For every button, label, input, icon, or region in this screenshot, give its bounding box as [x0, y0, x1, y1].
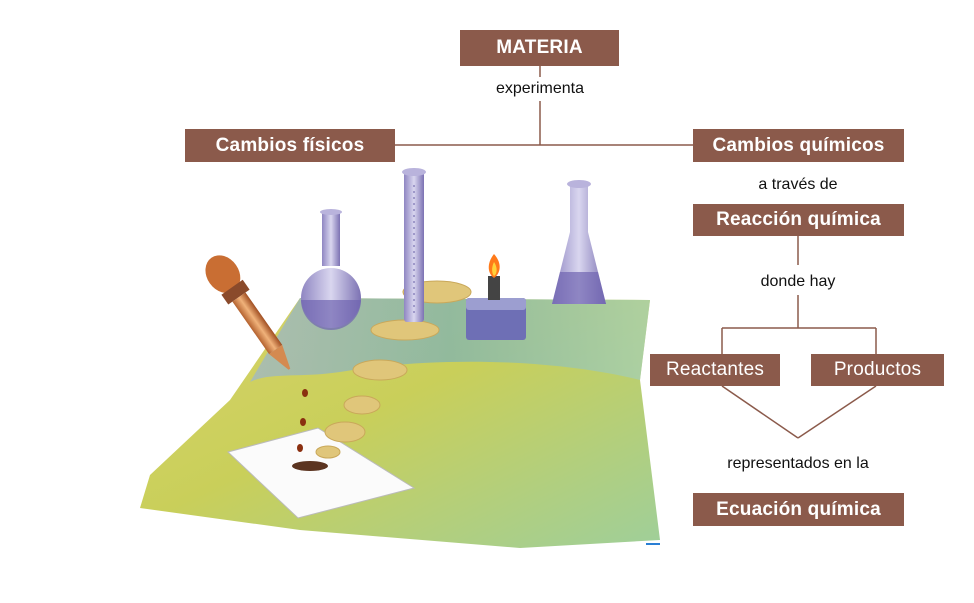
box-productos: Productos	[811, 354, 944, 386]
box-cambios-quimicos: Cambios químicos	[693, 129, 904, 162]
erlenmeyer-flask-illustration	[552, 180, 606, 304]
connector-representados-en-la: representados en la	[727, 455, 869, 472]
connector-experimenta: experimenta	[495, 80, 585, 97]
paper-sheet-illustration	[227, 427, 416, 519]
root-box-materia: MATERIA	[460, 30, 619, 66]
box-reactantes: Reactantes	[650, 354, 780, 386]
connector-lines	[395, 66, 877, 439]
box-cambios-fisicos: Cambios físicos	[185, 129, 395, 162]
round-flask-illustration	[301, 209, 361, 330]
connector-donde-hay: donde hay	[760, 273, 836, 290]
dropper-illustration	[205, 255, 291, 370]
box-ecuacion-quimica: Ecuación química	[693, 493, 904, 526]
burner-illustration	[466, 254, 526, 340]
stain-illustration	[292, 461, 328, 471]
box-reaccion-quimica: Reacción química	[693, 204, 904, 236]
graduated-cylinder-illustration	[402, 168, 426, 322]
connector-a-traves-de: a través de	[758, 176, 838, 193]
drops-illustration	[297, 389, 308, 452]
